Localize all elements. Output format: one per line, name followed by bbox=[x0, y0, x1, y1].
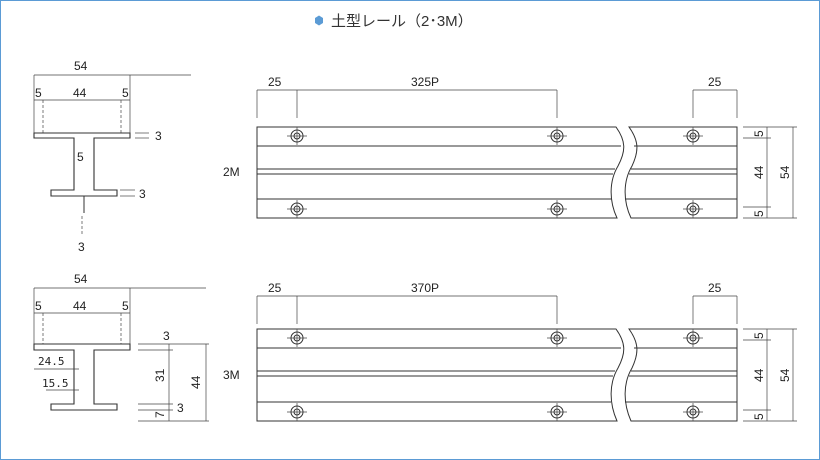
rail-3m-left-end-label: 25 bbox=[268, 281, 282, 295]
bolt-hole-icon bbox=[683, 200, 703, 218]
profile-3m-dim-3-bottom: 3 bbox=[177, 401, 184, 415]
bolt-hole-icon bbox=[287, 127, 307, 145]
rail-3m-pitch-label: 370P bbox=[411, 281, 439, 295]
hexagon-bullet-icon bbox=[315, 15, 323, 26]
rail-3m-side-mid-label: 44 bbox=[752, 368, 766, 382]
rail-3m-label: 3M bbox=[223, 368, 240, 382]
rail-3m-side-total-label: 54 bbox=[778, 368, 792, 382]
profile-2m-width-label: 54 bbox=[74, 59, 88, 73]
profile-2m-bottom-flange-label: 3 bbox=[139, 187, 146, 201]
profile-3m-dim-15-5: 15.5 bbox=[42, 377, 69, 390]
bolt-hole-icon bbox=[547, 329, 567, 347]
profile-2m-inner-left-label: 5 bbox=[35, 86, 42, 100]
profile-3m-dim-3-top: 3 bbox=[163, 329, 170, 343]
rail-3m-view: 3M 25 370P 25 bbox=[223, 281, 797, 422]
profile-3m-width-label: 54 bbox=[74, 272, 88, 286]
bolt-hole-icon bbox=[287, 200, 307, 218]
profile-2m-web-label: 5 bbox=[77, 150, 84, 164]
profile-2m-flange-label: 3 bbox=[155, 129, 162, 143]
bolt-hole-icon bbox=[547, 403, 567, 421]
profile-3m-dim-31: 31 bbox=[153, 368, 167, 382]
bolt-hole-icon bbox=[683, 329, 703, 347]
rail-3m-right-end-label: 25 bbox=[708, 281, 722, 295]
profile-3m-inner-center-label: 44 bbox=[73, 299, 87, 313]
rail-2m-side-top-label: 5 bbox=[752, 130, 766, 137]
profile-3m-inner-left-label: 5 bbox=[35, 299, 42, 313]
bolt-hole-icon bbox=[547, 200, 567, 218]
profile-3m-dim-24-5: 24.5 bbox=[38, 355, 65, 368]
bolt-hole-icon bbox=[683, 403, 703, 421]
rail-3m-side-top-label: 5 bbox=[752, 332, 766, 339]
rail-2m-right-end-label: 25 bbox=[708, 75, 722, 89]
rail-2m-side-total-label: 54 bbox=[778, 165, 792, 179]
rail-2m-left-end-label: 25 bbox=[268, 75, 282, 89]
rail-2m-side-bottom-label: 5 bbox=[752, 210, 766, 217]
profile-2m-inner-right-label: 5 bbox=[122, 86, 129, 100]
profile-3m-dim-7: 7 bbox=[153, 411, 167, 418]
profile-2m: 54 5 44 5 3 5 3 3 bbox=[33, 59, 191, 254]
rail-3m-side-bottom-label: 5 bbox=[752, 413, 766, 420]
bolt-hole-icon bbox=[547, 127, 567, 145]
page-title: 土型レール（2･3M） bbox=[331, 13, 473, 30]
profile-3m-inner-right-label: 5 bbox=[122, 299, 129, 313]
profile-2m-bottom-label: 3 bbox=[78, 240, 85, 254]
profile-3m-dim-44: 44 bbox=[189, 375, 203, 389]
rail-2m-view: 2M 25 325P 25 bbox=[223, 75, 797, 219]
bolt-hole-icon bbox=[287, 403, 307, 421]
bolt-hole-icon bbox=[683, 127, 703, 145]
profile-2m-inner-center-label: 44 bbox=[73, 86, 87, 100]
rail-2m-label: 2M bbox=[223, 165, 240, 179]
rail-2m-pitch-label: 325P bbox=[411, 75, 439, 89]
bolt-hole-icon bbox=[287, 329, 307, 347]
rail-2m-side-mid-label: 44 bbox=[752, 165, 766, 179]
profile-3m: 54 5 44 5 24.5 15.5 3 31 44 7 3 bbox=[33, 272, 209, 422]
